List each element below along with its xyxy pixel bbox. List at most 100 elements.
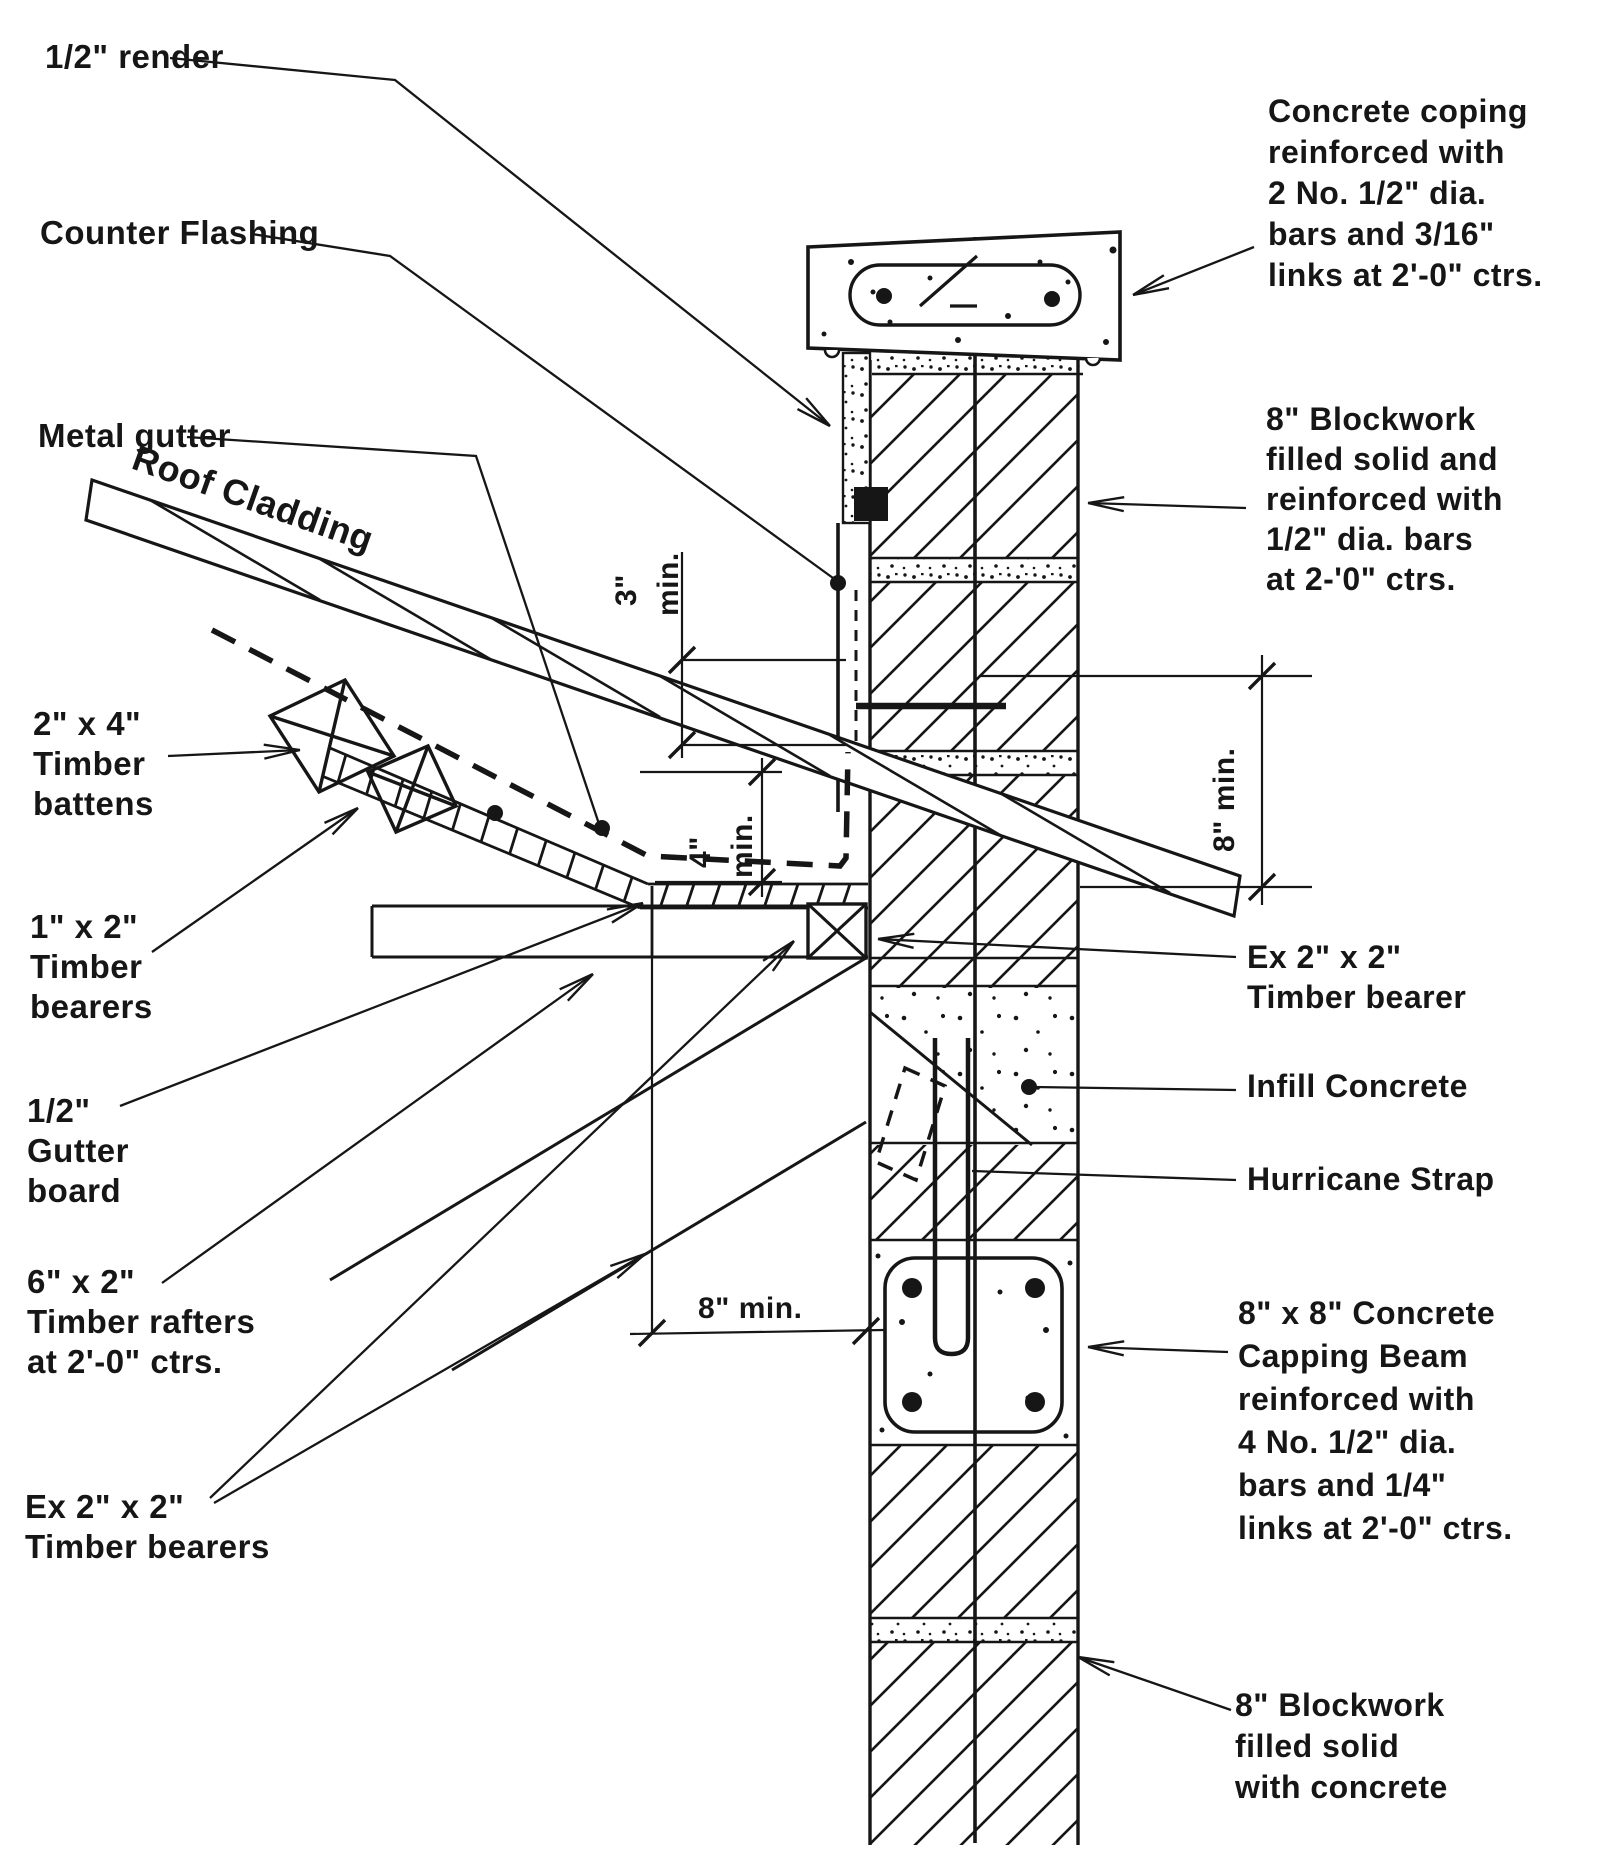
hurricane-strap [932,1038,971,1357]
svg-text:links at 2'-0" ctrs.: links at 2'-0" ctrs. [1268,257,1543,293]
dim-3min-value: 3" [610,574,643,606]
svg-text:8" Blockwork: 8" Blockwork [1266,401,1476,437]
drip-notches [823,349,1102,367]
svg-text:reinforced with: reinforced with [1266,481,1503,517]
svg-text:Capping Beam: Capping Beam [1238,1338,1468,1374]
leader-hurricane [971,1169,1237,1182]
leader-capping-beam [1087,1340,1229,1357]
leader-ex-bearers-b [213,1252,646,1504]
leader-counter-flashing [251,232,834,579]
svg-text:filled solid and: filled solid and [1266,441,1498,477]
flashing-seal [854,487,888,521]
dim-flashing-lap [667,552,848,760]
label-rafters: 6" x 2" Timber rafters at 2'-0" ctrs. [27,1263,255,1380]
dim-8min-right: 8" min. [1208,748,1241,852]
svg-text:bearers: bearers [30,988,153,1025]
timber-battens [267,677,459,835]
svg-text:reinforced with: reinforced with [1268,134,1505,170]
svg-text:Ex 2" x 2": Ex 2" x 2" [1247,939,1402,975]
leader-metal-gutter [186,435,601,825]
svg-text:filled solid: filled solid [1235,1728,1399,1764]
label-infill: Infill Concrete [1247,1068,1468,1104]
leader-gutter-board [119,901,644,1108]
svg-text:2" x 4": 2" x 4" [33,705,141,742]
svg-text:reinforced with: reinforced with [1238,1381,1475,1417]
svg-text:bars and 3/16": bars and 3/16" [1268,216,1495,252]
leader-bearers-1x2 [151,806,359,953]
label-counter-flashing: Counter Flashing [40,214,319,251]
leader-blockwork-lower [1077,1655,1232,1712]
label-bearer-right: Ex 2" x 2" Timber bearer [1247,939,1466,1015]
coping-triangle-mark [918,254,979,308]
svg-text:Timber: Timber [33,745,145,782]
svg-text:1/2" dia. bars: 1/2" dia. bars [1266,521,1473,557]
leader-battens [167,743,301,760]
svg-text:6" x 2": 6" x 2" [27,1263,135,1300]
rafter-top-edge [329,956,867,1282]
leader-lines [119,56,1255,1712]
svg-text:8" x 8" Concrete: 8" x 8" Concrete [1238,1295,1495,1331]
cladding-seams [149,498,1171,895]
svg-text:4 No. 1/2" dia.: 4 No. 1/2" dia. [1238,1424,1456,1460]
svg-text:with concrete: with concrete [1234,1769,1448,1805]
leader-ex-bearers-a [209,939,795,1499]
concrete-coping [806,230,1122,367]
label-metal-gutter: Metal gutter [38,417,231,454]
svg-text:Ex 2" x 2": Ex 2" x 2" [25,1488,184,1525]
label-ex-bearers: Ex 2" x 2" Timber bearers [25,1488,270,1565]
coping-bar-left [876,288,892,304]
metal-gutter-lining-dashed [210,627,851,869]
render-and-flashing [836,351,888,812]
svg-text:at 2'-0" ctrs.: at 2'-0" ctrs. [27,1343,223,1380]
rafter-bottom-edge [451,1120,867,1372]
leader-rafters [161,972,594,1284]
label-blockwork-upper: 8" Blockwork filled solid and reinforced… [1266,401,1503,597]
dim-bar-embedment [980,655,1312,905]
svg-text:battens: battens [33,785,154,822]
leader-dot-infill [1021,1079,1037,1095]
blockwork-wall [856,237,1083,1845]
svg-text:Timber: Timber [30,948,142,985]
dim-3min-unit: min. [652,552,685,616]
svg-text:links at 2'-0" ctrs.: links at 2'-0" ctrs. [1238,1510,1513,1546]
label-render: 1/2" render [45,38,224,75]
leader-dot-counter-flashing [830,575,846,591]
svg-text:Gutter: Gutter [27,1132,129,1169]
leader-dot-gutter-board [487,805,503,821]
label-capping-beam: 8" x 8" Concrete Capping Beam reinforced… [1238,1295,1513,1546]
svg-text:1" x 2": 1" x 2" [30,908,138,945]
svg-text:Concrete coping: Concrete coping [1268,93,1528,129]
leader-bearer-right [877,932,1237,959]
svg-text:8" Blockwork: 8" Blockwork [1235,1687,1445,1723]
gutter-board-rungs-flat [658,883,852,909]
leader-infill [1033,1085,1237,1092]
label-gutter-board: 1/2" Gutter board [27,1092,129,1209]
dim-gutter-upstand [640,757,782,897]
leader-coping [1132,245,1255,297]
leader-dot-metal-gutter [594,820,610,836]
svg-text:Timber bearers: Timber bearers [25,1528,270,1565]
dim-8min-bottom: 8" min. [698,1292,802,1325]
roof-cladding [84,477,1242,919]
dim-bearing-width [629,956,885,1348]
gutter-board [321,746,868,956]
label-hurricane: Hurricane Strap [1247,1161,1495,1197]
svg-text:Timber rafters: Timber rafters [27,1303,255,1340]
svg-text:2 No. 1/2" dia.: 2 No. 1/2" dia. [1268,175,1486,211]
timber-bearer-section [806,902,868,960]
leader-render [169,56,831,428]
coping-aggregate [821,246,1117,345]
hurricane-strap-hidden [873,1065,948,1183]
dim-4min-unit: min. [726,814,759,878]
label-coping: Concrete coping reinforced with 2 No. 1/… [1268,93,1543,293]
svg-text:at 2-'0" ctrs.: at 2-'0" ctrs. [1266,561,1456,597]
label-battens: 2" x 4" Timber battens [33,705,154,822]
leader-blockwork-upper [1087,495,1247,513]
svg-text:board: board [27,1172,121,1209]
label-blockwork-lower: 8" Blockwork filled solid with concrete [1234,1687,1448,1805]
svg-text:Timber bearer: Timber bearer [1247,979,1466,1015]
svg-text:bars and 1/4": bars and 1/4" [1238,1467,1446,1503]
label-bearers-1x2: 1" x 2" Timber bearers [30,908,153,1025]
